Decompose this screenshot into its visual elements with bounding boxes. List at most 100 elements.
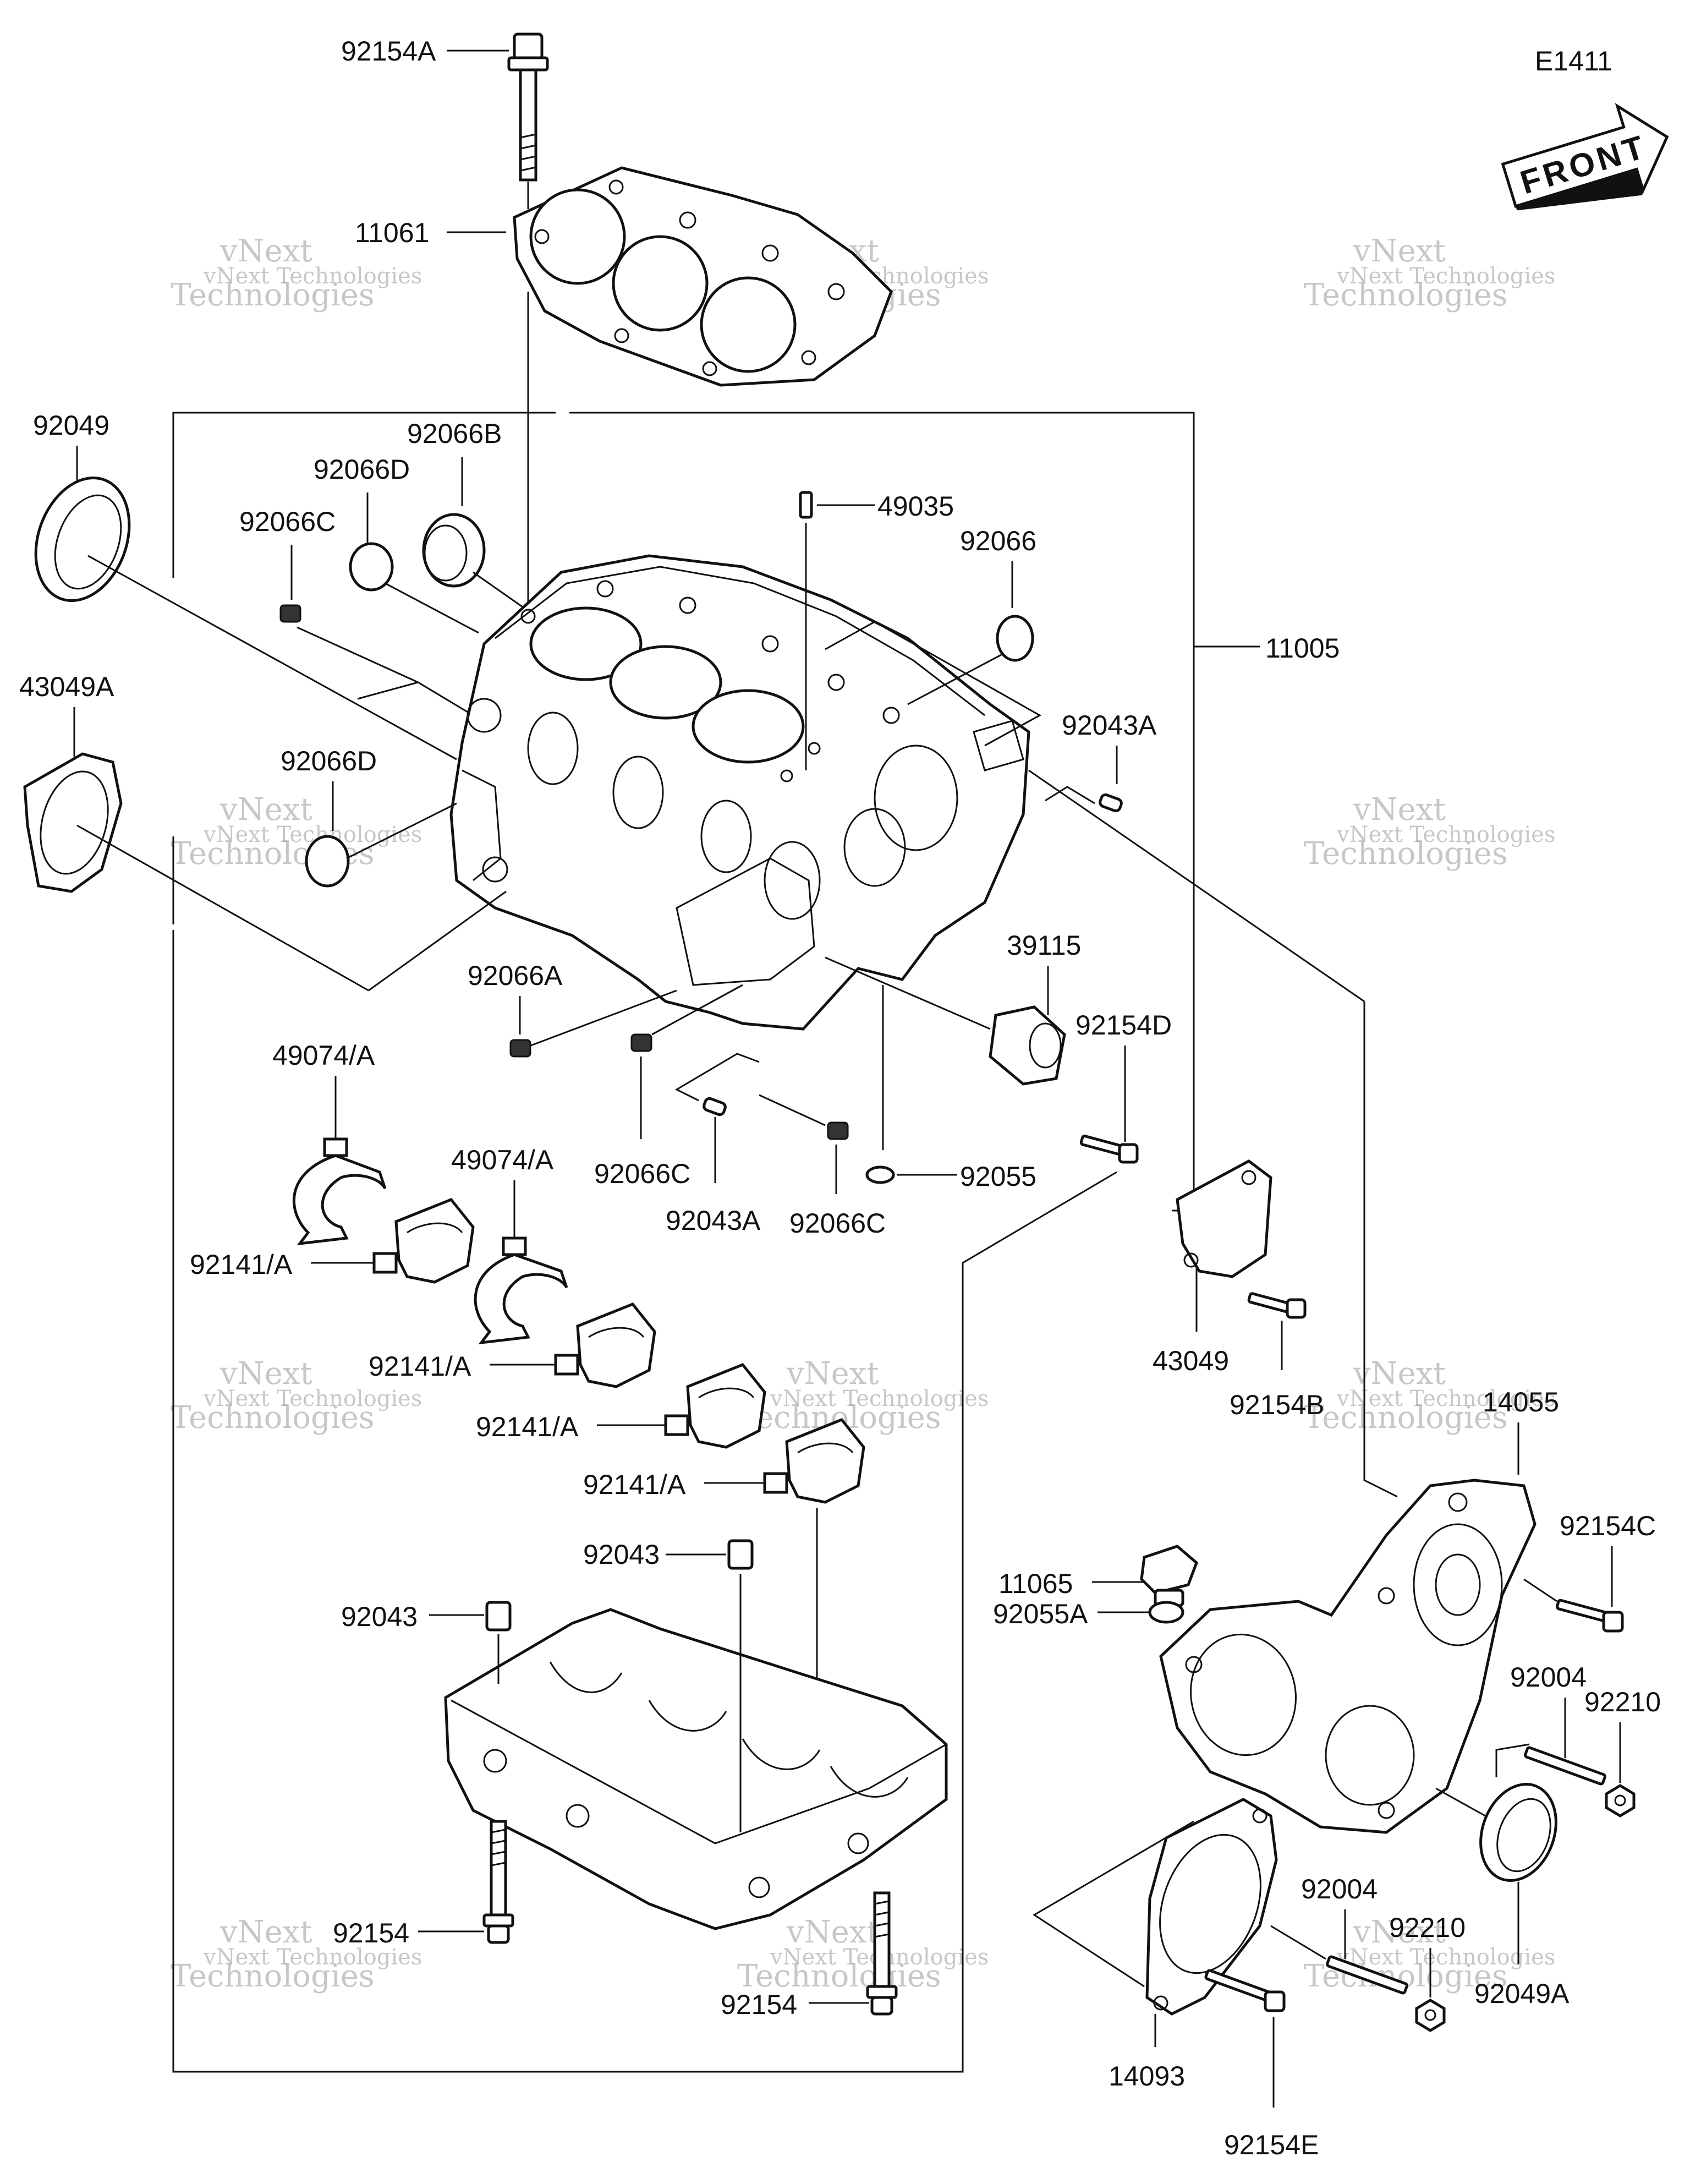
bolt-92154-2: 92154: [721, 1891, 898, 2020]
pin-92043a-mid: 92043A: [666, 1053, 761, 1236]
cover-14093: 14093: [1033, 1798, 1278, 2092]
label-43049: 43049: [1153, 1345, 1229, 1376]
oil-seal-92049: 92049: [33, 410, 457, 760]
nut-92210-2: 92210: [1389, 1912, 1466, 2032]
dowel-92043-2: 92043: [341, 1601, 512, 1684]
plug-92066d: 92066D: [281, 746, 457, 888]
label-49074a-2: 49074/A: [451, 1145, 554, 1175]
bearing-92141a-4: 92141/A: [583, 1417, 865, 1810]
watermark: Technologies: [171, 277, 375, 313]
bearing-92141a-2: 92141/A: [369, 1302, 656, 1388]
oring-92055: 92055: [865, 985, 1036, 1192]
label-92066c-mid: 92066C: [594, 1158, 690, 1189]
watermark: vNext: [786, 1356, 879, 1392]
label-92004-1: 92004: [1510, 1662, 1587, 1693]
watermark: Technologies: [1304, 277, 1508, 313]
label-92154b: 92154B: [1230, 1389, 1324, 1420]
bearing-92141a-1: 92141/A: [190, 1197, 475, 1284]
label-92066d: 92066D: [281, 746, 377, 776]
label-92154-2: 92154: [721, 1989, 797, 2020]
stud-92004-1: 92004: [1495, 1662, 1606, 1786]
watermark: Technologies: [1304, 1400, 1508, 1436]
watermark: Technologies: [737, 1958, 941, 1994]
oil-pump-39115: 39115: [825, 930, 1081, 1086]
label-92066c-top: 92066C: [239, 506, 336, 537]
bolt-92154c: 92154C: [1523, 1510, 1656, 1633]
label-11065: 11065: [998, 1568, 1073, 1599]
pin-92043a-right: 92043A: [1045, 710, 1157, 813]
watermark: vNext: [1353, 233, 1446, 269]
label-92043a-right: 92043A: [1062, 710, 1157, 741]
gasket-43049a: 43049A: [19, 671, 507, 992]
label-14093: 14093: [1109, 2061, 1185, 2092]
label-92154d: 92154D: [1076, 1010, 1172, 1041]
label-92154-1: 92154: [333, 1918, 409, 1948]
label-92210-1: 92210: [1584, 1687, 1661, 1717]
label-92141a-1: 92141/A: [190, 1249, 293, 1280]
watermark: vNext: [1353, 792, 1446, 828]
label-49035: 49035: [877, 491, 954, 522]
label-92154e: 92154E: [1224, 2130, 1319, 2160]
label-39115: 39115: [1007, 930, 1081, 961]
label-92066c-low: 92066C: [789, 1208, 886, 1239]
label-92055a: 92055A: [993, 1599, 1088, 1629]
watermark: Technologies: [1304, 836, 1508, 872]
watermark: vNext Technologies: [770, 1386, 989, 1411]
label-92066b: 92066B: [407, 418, 502, 449]
bolt-92154d: 92154D: [1076, 1010, 1172, 1164]
label-92043-1: 92043: [583, 1539, 660, 1570]
watermark: vNext: [220, 792, 312, 828]
label-11061: 11061: [355, 217, 429, 248]
watermark: vNext: [1353, 1356, 1446, 1392]
watermark: vNext: [1353, 1914, 1446, 1950]
label-92154a: 92154A: [341, 36, 436, 67]
front-arrow-icon: FRONT: [1501, 103, 1669, 211]
watermark: vNext Technologies: [1336, 822, 1555, 847]
label-92049: 92049: [33, 410, 109, 441]
plug-92066a: 92066A: [468, 960, 677, 1058]
oring-92055a: 92055A: [993, 1599, 1184, 1629]
label-49074a-1: 49074/A: [272, 1040, 375, 1071]
watermark: vNext Technologies: [203, 264, 422, 289]
label-14055: 14055: [1483, 1387, 1559, 1417]
label-92210-2: 92210: [1389, 1912, 1466, 1943]
stud-92004-2: 92004: [1270, 1874, 1408, 1995]
thrust-washer-49074a-1: 49074/A: [272, 1040, 387, 1246]
plug-92066c-low: 92066C: [759, 1094, 886, 1239]
plug-92066b: 92066B: [407, 418, 529, 612]
thrust-washer-49074a-2: 49074/A: [451, 1145, 568, 1345]
bolt-92154-1: 92154: [333, 1820, 514, 1948]
label-92043-2: 92043: [341, 1601, 418, 1632]
watermark: vNext Technologies: [203, 1386, 422, 1411]
label-92055: 92055: [960, 1161, 1036, 1192]
bolt-92154b: 92154B: [1230, 1292, 1324, 1420]
plug-92066d-top: 92066D: [314, 454, 479, 634]
watermark: vNext: [220, 1914, 312, 1950]
label-92066d-top: 92066D: [314, 454, 410, 485]
watermark: Technologies: [171, 1958, 375, 1994]
diagram-code: E1411: [1535, 46, 1612, 76]
label-92004-2: 92004: [1301, 1874, 1378, 1904]
watermark: vNext: [220, 1356, 312, 1392]
bolt-92154e: 92154E: [1204, 1969, 1319, 2160]
plug-92066: 92066: [825, 526, 1042, 747]
oil-cap-11065: 11065: [998, 1545, 1198, 1607]
plug-92066c-top: 92066C: [239, 506, 474, 716]
label-92066a: 92066A: [468, 960, 563, 991]
cover-14055: 14055: [1159, 1387, 1559, 1834]
label-92141a-3: 92141/A: [476, 1411, 579, 1442]
label-43049a: 43049A: [19, 671, 114, 702]
label-92141a-2: 92141/A: [369, 1351, 471, 1382]
watermark: vNext Technologies: [203, 1945, 422, 1970]
watermark: vNext Technologies: [1336, 1386, 1555, 1411]
label-92049a: 92049A: [1474, 1978, 1570, 2009]
label-92141a-4: 92141/A: [583, 1469, 686, 1500]
nut-92210-1: 92210: [1584, 1687, 1661, 1818]
watermark: vNext Technologies: [1336, 264, 1555, 289]
plug-92066c-mid: 92066C: [594, 984, 743, 1189]
head-gasket-11061: 11061: [355, 166, 893, 660]
label-92154c: 92154C: [1560, 1510, 1656, 1541]
label-92043a-mid: 92043A: [666, 1205, 761, 1236]
label-11005: 11005: [1265, 633, 1340, 664]
